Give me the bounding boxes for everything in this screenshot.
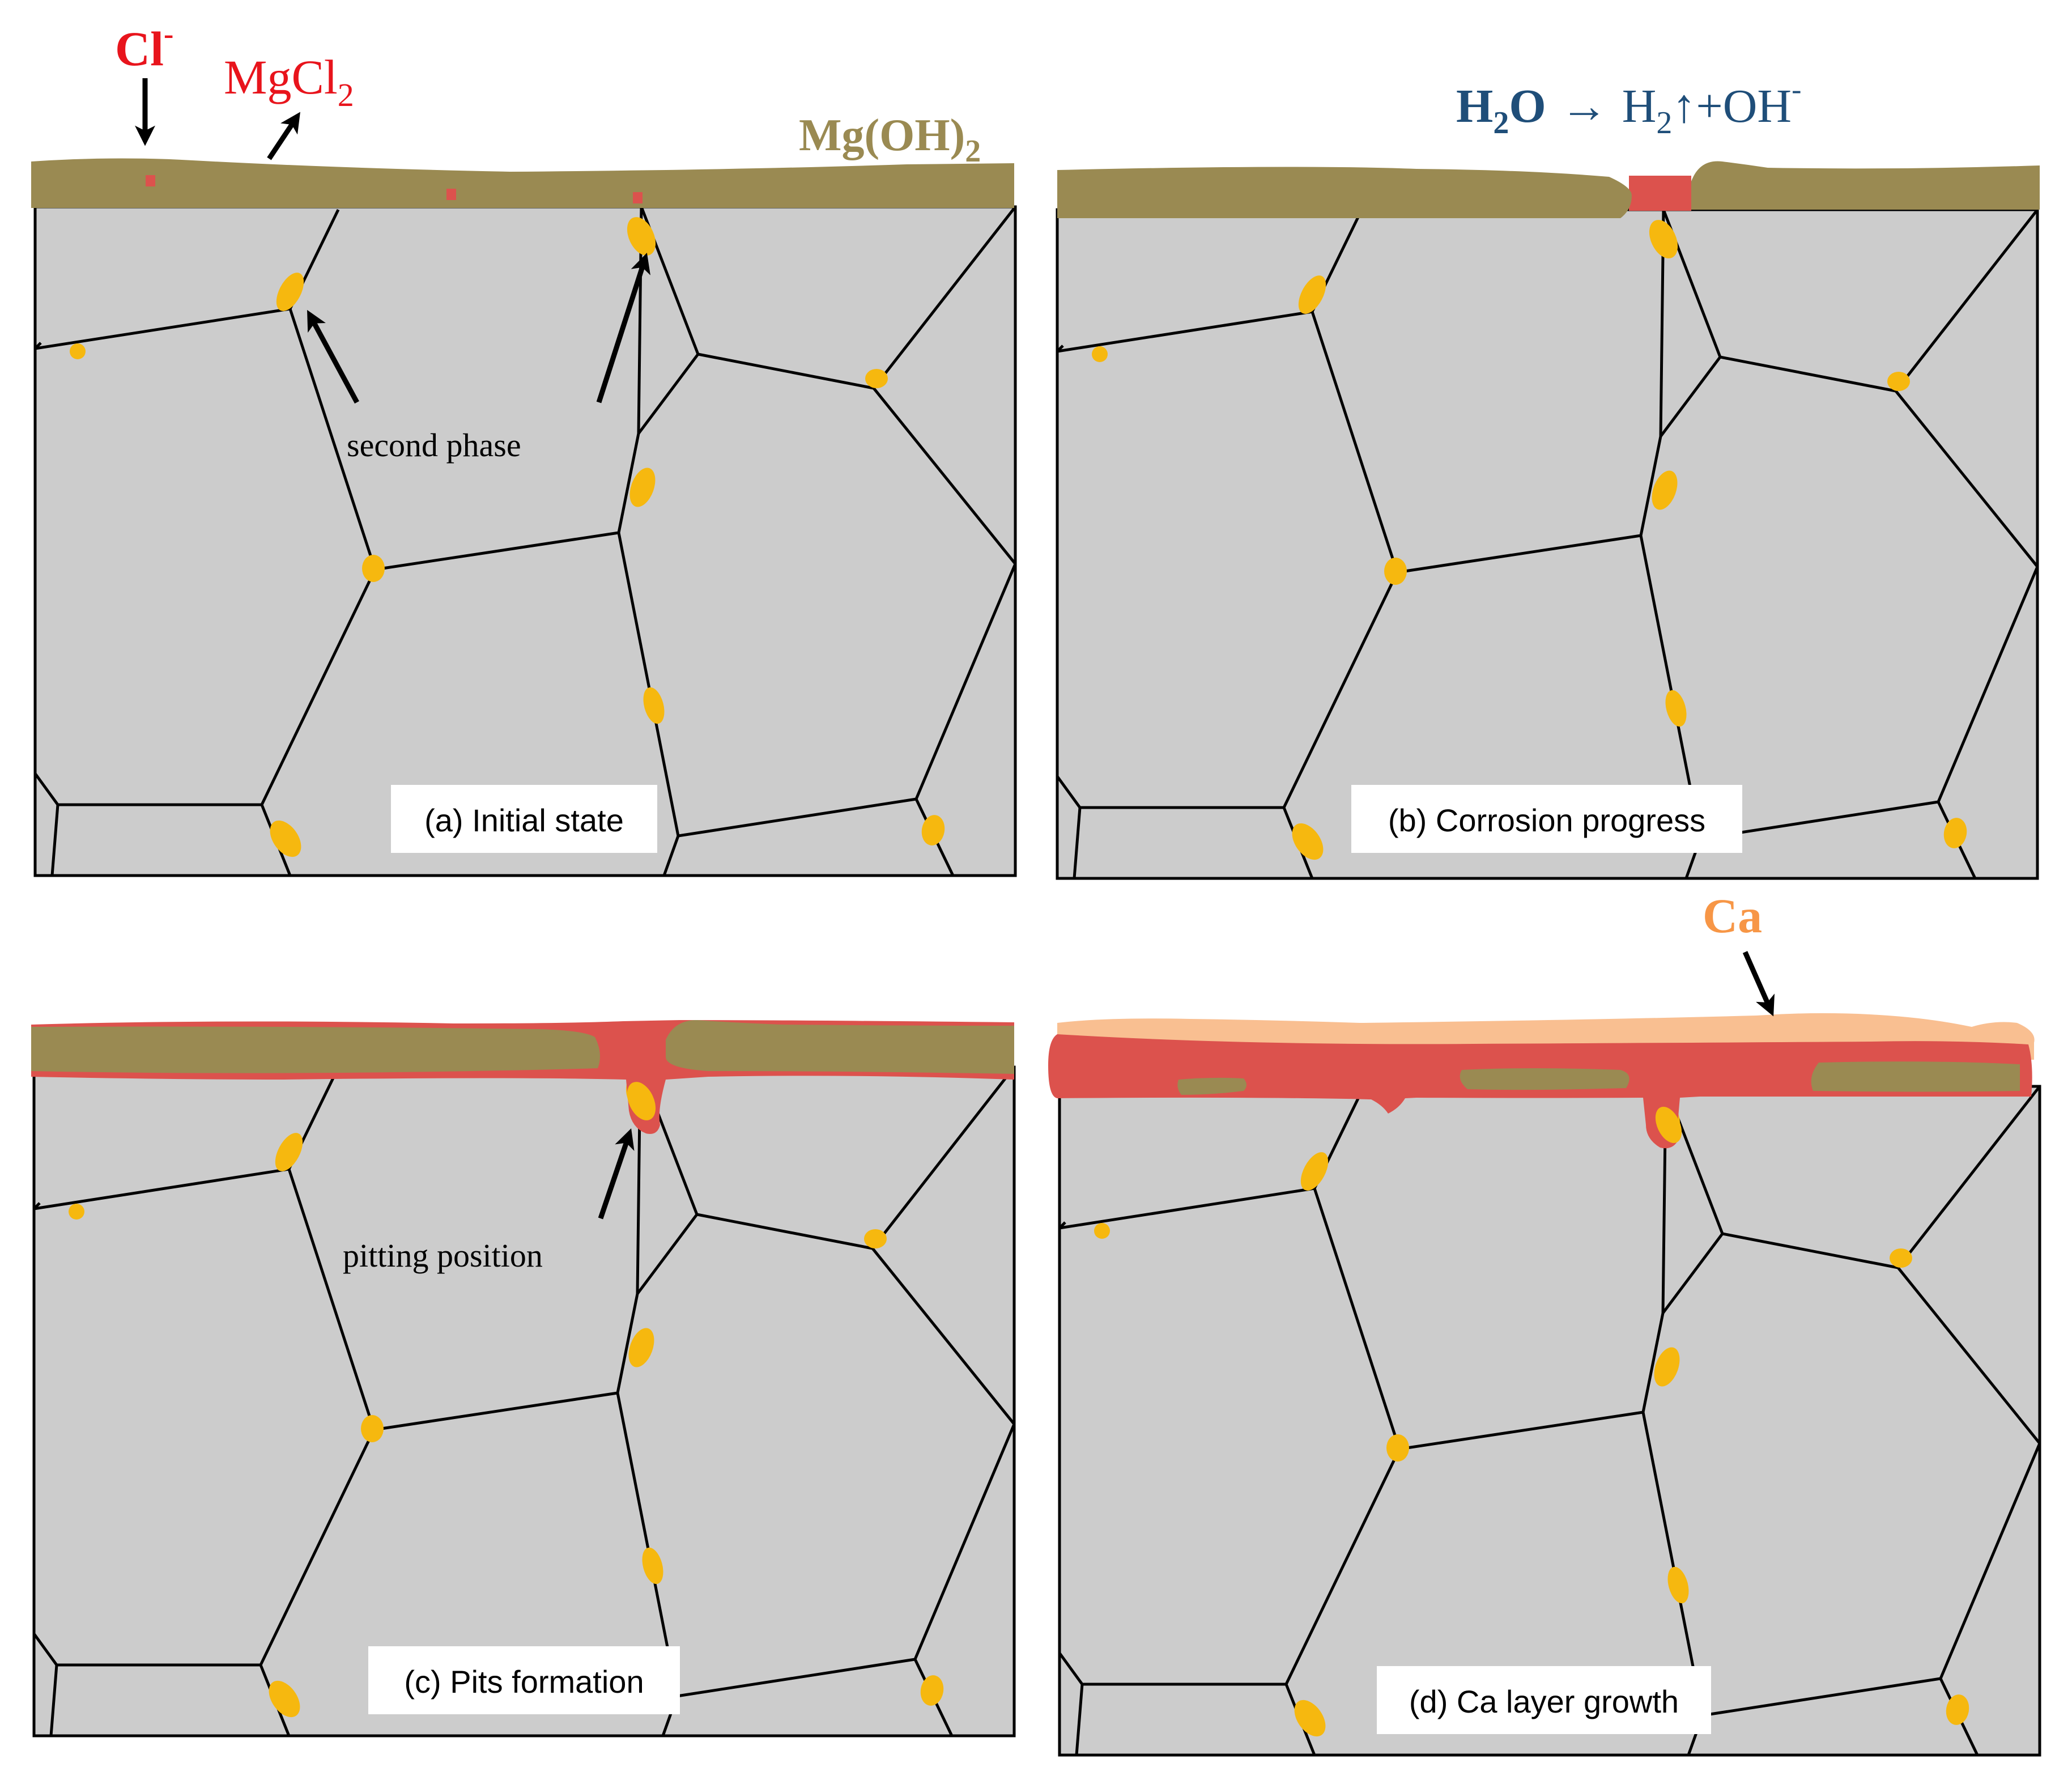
mgcl2-spot — [446, 189, 456, 200]
grain-structure — [35, 207, 1015, 876]
diagonal-arrow-icon — [267, 112, 300, 160]
mgcl2-label: MgCl2 — [224, 50, 354, 113]
panel-caption: (a) Initial state — [424, 802, 624, 838]
panel-caption: (d) Ca layer growth — [1409, 1684, 1679, 1719]
pitting-position-label: pitting position — [343, 1237, 543, 1274]
panel-d: Ca (d) Ca layer growth — [1048, 889, 2040, 1755]
panel-a: Cl- MgCl2 Mg(OH)2 second phase (a) Initi… — [31, 18, 1015, 876]
caption-box — [1351, 785, 1742, 853]
mgcl2-pit — [1629, 176, 1691, 211]
diagonal-arrow-icon — [598, 1128, 635, 1220]
grain-structure — [1057, 210, 2037, 878]
panel-caption: (c) Pits formation — [404, 1664, 644, 1700]
grain-structure — [34, 1067, 1014, 1736]
mgcl2-spot — [633, 192, 643, 203]
panel-b: H2O→H2↑+OH- (b) Corrosion progress — [1057, 74, 2040, 878]
mg-oh2-fragment — [1177, 1077, 1246, 1095]
second-phase-label: second phase — [347, 427, 521, 464]
diagonal-arrow-icon — [307, 309, 359, 404]
chloride-ion-label: Cl- — [115, 18, 173, 76]
caption-box — [391, 785, 657, 853]
mgcl2-spot — [146, 175, 155, 186]
calcium-label: Ca — [1703, 889, 1762, 943]
mg-oh2-layer — [666, 1020, 1014, 1074]
mg-oh2-layer — [31, 158, 1014, 208]
mg-oh2-layer — [31, 1026, 600, 1073]
diagonal-arrow-icon — [596, 253, 650, 403]
mg-oh2-layer — [1057, 167, 1632, 218]
panel-c: pitting position (c) Pits formation — [31, 1020, 1014, 1736]
panel-caption: (b) Corrosion progress — [1388, 802, 1705, 838]
mg-oh2-label: Mg(OH)2 — [799, 111, 981, 169]
caption-box — [368, 1646, 680, 1714]
mgcl2-layer — [1048, 1034, 2032, 1149]
grain-structure — [1060, 1086, 2040, 1755]
diagonal-arrow-icon — [1742, 951, 1775, 1017]
reaction-label: H2O→H2↑+OH- — [1456, 74, 1801, 141]
mg-oh2-layer — [1691, 161, 2040, 210]
caption-box — [1377, 1666, 1711, 1734]
mg-oh2-fragment — [1460, 1068, 1629, 1090]
mg-oh2-fragment — [1811, 1061, 2020, 1092]
